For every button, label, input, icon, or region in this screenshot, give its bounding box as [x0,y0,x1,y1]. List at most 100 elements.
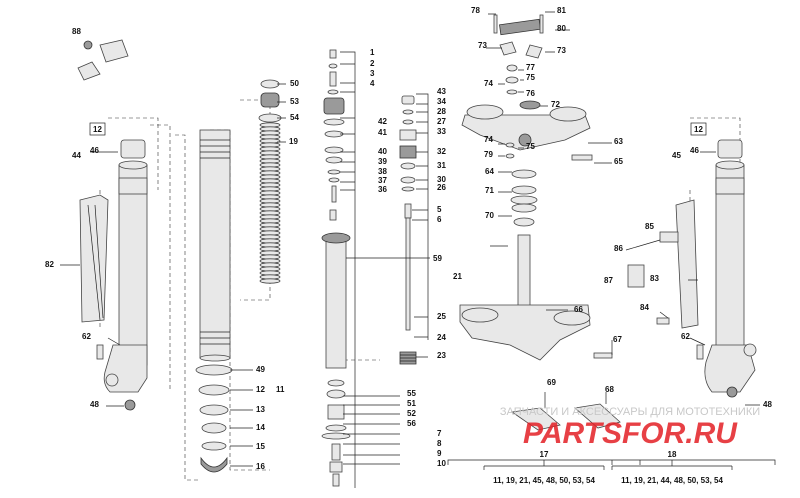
callout-16: 16 [256,462,265,471]
callout-39: 39 [378,157,387,166]
callout-55: 55 [407,389,416,398]
kit-18-contents: 11, 19, 21, 44, 48, 50, 53, 54 [621,476,723,485]
callout-11: 11 [276,385,285,394]
clamp-88 [77,39,129,81]
callout-10: 10 [437,459,446,468]
callout-4: 4 [370,79,375,88]
kit-18: 18 11, 19, 21, 44, 48, 50, 53, 54 [611,450,733,485]
callout-14: 14 [256,423,265,432]
callout-82: 82 [45,260,54,269]
callout-78: 78 [471,6,480,15]
callout-12: 12 [93,125,102,134]
callout-80: 80 [557,24,566,33]
callout-65: 65 [614,157,623,166]
watermark-tagline: ЗАПЧАСТИ И АКСЕССУАРЫ ДЛЯ МОТОТЕХНИКИ [500,406,760,418]
callout-81: 81 [557,6,566,15]
callout-49: 49 [256,365,265,374]
callout-30: 30 [437,175,446,184]
callout-32: 32 [437,147,446,156]
callout-66: 66 [574,305,583,314]
callout-24: 24 [437,333,446,342]
callout-67: 67 [613,335,622,344]
callout-79: 79 [484,150,493,159]
callout-48: 48 [763,400,772,409]
kit-18-label: 18 [668,450,677,459]
callout-54: 54 [290,113,299,122]
callout-83: 83 [650,274,659,283]
callout-85: 85 [645,222,654,231]
callout-75: 75 [526,142,535,151]
callout-74: 74 [484,135,493,144]
callout-51: 51 [407,399,416,408]
callout-12: 12 [694,125,703,134]
callout-46: 46 [690,146,699,155]
callout-15: 15 [256,442,265,451]
callout-68: 68 [605,385,614,394]
callout-21: 21 [453,272,462,281]
kit-17-contents: 11, 19, 21, 45, 48, 50, 53, 54 [493,476,595,485]
callout-25: 25 [437,312,446,321]
callout-73: 73 [557,46,566,55]
callout-43: 43 [437,87,446,96]
right-fork-leg [627,139,757,398]
callout-76: 76 [526,89,535,98]
spring-group [258,79,282,284]
callout-63: 63 [614,137,623,146]
callout-31: 31 [437,161,446,170]
callout-26: 26 [437,183,446,192]
callout-45: 45 [672,151,681,160]
callout-19: 19 [289,137,298,146]
kit-17-label: 17 [540,450,549,459]
callout-70: 70 [485,211,494,220]
callout-88: 88 [72,27,81,36]
kit-17: 17 11, 19, 21, 45, 48, 50, 53, 54 [483,450,605,485]
callout-6: 6 [437,215,442,224]
cartridge-group [321,49,417,487]
triple-clamp-group [459,14,613,361]
box-frame [690,122,707,136]
callout-38: 38 [378,167,387,176]
callout-9: 9 [437,449,442,458]
callout-7: 7 [437,429,442,438]
callout-62: 62 [82,332,91,341]
guards-68-69 [510,403,621,431]
callout-8: 8 [437,439,442,448]
callout-73: 73 [478,41,487,50]
callout-23: 23 [437,351,446,360]
left-fork-leg [79,139,148,411]
callout-42: 42 [378,117,387,126]
callout-52: 52 [407,409,416,418]
callout-75: 75 [526,73,535,82]
callout-46: 46 [90,146,99,155]
callout-2: 2 [370,59,375,68]
callout-33: 33 [437,127,446,136]
callout-5: 5 [437,205,442,214]
leader-lines [60,11,776,488]
callout-64: 64 [485,167,494,176]
callout-53: 53 [290,97,299,106]
callout-87: 87 [604,276,613,285]
callout-34: 34 [437,97,446,106]
callout-62: 62 [681,332,690,341]
callout-12: 12 [256,385,265,394]
callout-1: 1 [370,48,375,57]
callout-36: 36 [378,185,387,194]
callout-84: 84 [640,303,649,312]
callout-3: 3 [370,69,375,78]
callout-56: 56 [407,419,416,428]
box-frame [89,122,106,136]
callout-77: 77 [526,63,535,72]
callout-86: 86 [614,244,623,253]
callout-37: 37 [378,176,387,185]
callout-40: 40 [378,147,387,156]
callout-74: 74 [484,79,493,88]
watermark: ЗАПЧАСТИ И АКСЕССУАРЫ ДЛЯ МОТОТЕХНИКИ PA… [500,406,760,450]
callout-59: 59 [433,254,442,263]
inner-tube-group [195,129,233,473]
callout-28: 28 [437,107,446,116]
callout-72: 72 [551,100,560,109]
callout-41: 41 [378,128,387,137]
